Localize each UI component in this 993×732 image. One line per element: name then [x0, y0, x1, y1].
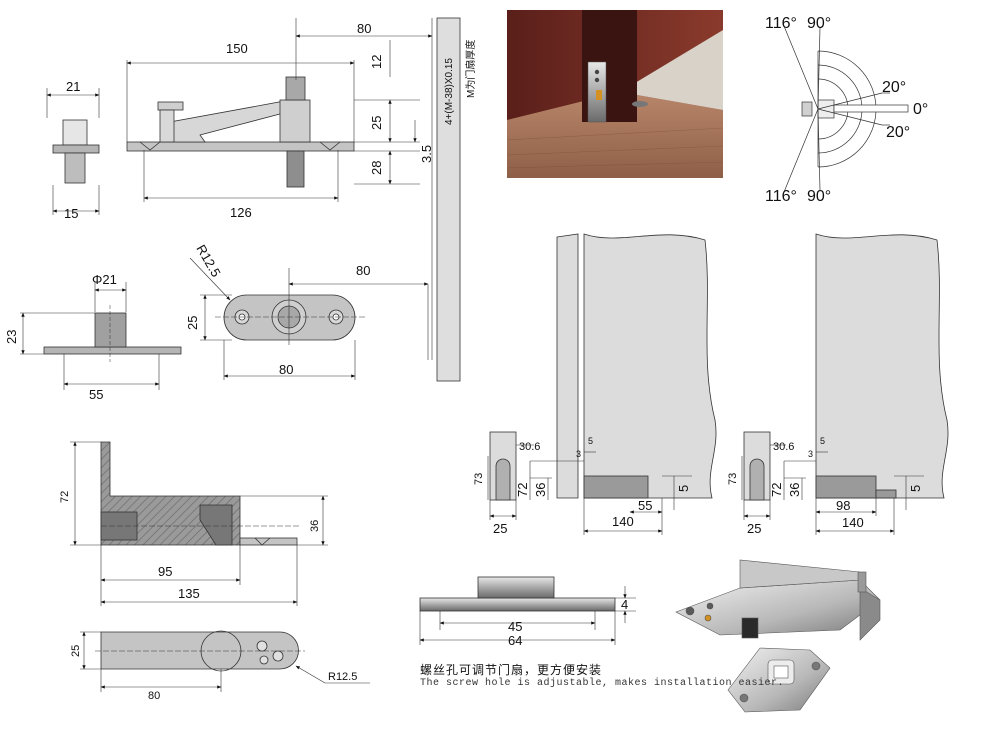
angle-116-bottom: 116°	[765, 188, 797, 205]
dim-adjust-4: 4	[621, 597, 628, 612]
dim-plan-radius: R12.5	[328, 671, 357, 683]
dim-left-3: 3	[576, 449, 581, 459]
angle-0: 0°	[913, 101, 928, 118]
dim-28: 28	[369, 161, 384, 175]
dim-plate-height: 23	[4, 330, 19, 344]
dim-left-140: 140	[612, 514, 634, 529]
dim-plate-width: 55	[89, 387, 103, 402]
angle-20-bottom: 20°	[886, 124, 910, 141]
dim-right-36: 36	[787, 483, 802, 497]
dim-oval-height: 25	[185, 316, 200, 330]
dim-section-135: 135	[178, 586, 200, 601]
dim-adjust-64: 64	[508, 633, 522, 648]
dim-section-72: 72	[59, 491, 71, 503]
dim-overall-length: 150	[226, 41, 248, 56]
dim-oval-offset: 80	[356, 263, 370, 278]
adjust-plate-side-view	[419, 576, 636, 645]
dim-end-radius: R12.5	[193, 242, 223, 280]
install-elevation-left	[487, 233, 717, 535]
dim-pin-stem: 15	[64, 206, 78, 221]
dim-adjust-45: 45	[508, 619, 522, 634]
dim-right-73: 73	[727, 473, 739, 485]
angle-90-top: 90°	[807, 15, 831, 32]
angle-116-top: 116°	[765, 15, 797, 32]
dim-right-3: 3	[808, 449, 813, 459]
pin-side-view	[46, 88, 100, 215]
dim-right-30-6: 30.6	[773, 441, 794, 453]
oval-plate-plan	[189, 257, 429, 380]
dim-25: 25	[369, 116, 384, 130]
dim-left-36: 36	[533, 483, 548, 497]
pivot-section-view	[70, 441, 328, 606]
dim-plan-80: 80	[148, 690, 160, 702]
angle-20-top: 20°	[882, 79, 906, 96]
product-render	[675, 559, 881, 713]
dim-right-5-top: 5	[820, 436, 825, 446]
installation-photo	[506, 10, 724, 178]
door-offset-formula: 4+(M-38)X0.15	[444, 58, 455, 125]
dim-section-36: 36	[309, 520, 321, 532]
dim-pin-width: 21	[66, 79, 80, 94]
dim-left-72: 72	[515, 483, 530, 497]
dim-3-5: 3.5	[419, 145, 434, 163]
door-section-strip	[431, 17, 461, 382]
dim-right-5: 5	[908, 485, 923, 492]
dim-left-55: 55	[638, 498, 652, 513]
dim-right-72: 72	[769, 483, 784, 497]
dim-section-95: 95	[158, 564, 172, 579]
pivot-plan-view	[80, 630, 370, 692]
dim-12: 12	[369, 55, 384, 69]
angle-90-bottom: 90°	[807, 188, 831, 205]
dim-left-5-top: 5	[588, 436, 593, 446]
dim-pivot-offset: 80	[357, 21, 371, 36]
door-thickness-note: M为门扇厚度	[464, 40, 477, 98]
install-elevation-right	[741, 233, 949, 535]
dim-plan-25: 25	[70, 645, 82, 657]
dim-right-98: 98	[836, 498, 850, 513]
dim-oval-length: 80	[279, 362, 293, 377]
dim-right-25: 25	[747, 521, 761, 536]
dim-bore-diameter: Φ21	[92, 272, 117, 287]
lever-hinge-side-view	[126, 18, 433, 202]
dim-left-5: 5	[676, 485, 691, 492]
dim-right-140: 140	[842, 515, 864, 530]
dim-left-25: 25	[493, 521, 507, 536]
dim-left-30-6: 30.6	[519, 441, 540, 453]
caption-english: The screw hole is adjustable, makes inst…	[420, 678, 785, 689]
caption-chinese: 螺丝孔可调节门扇，更方便安装	[420, 663, 603, 677]
dim-base-length: 126	[230, 205, 252, 220]
swing-angle-diagram	[783, 25, 909, 193]
base-plate-section	[20, 282, 182, 390]
dim-left-73: 73	[473, 473, 485, 485]
